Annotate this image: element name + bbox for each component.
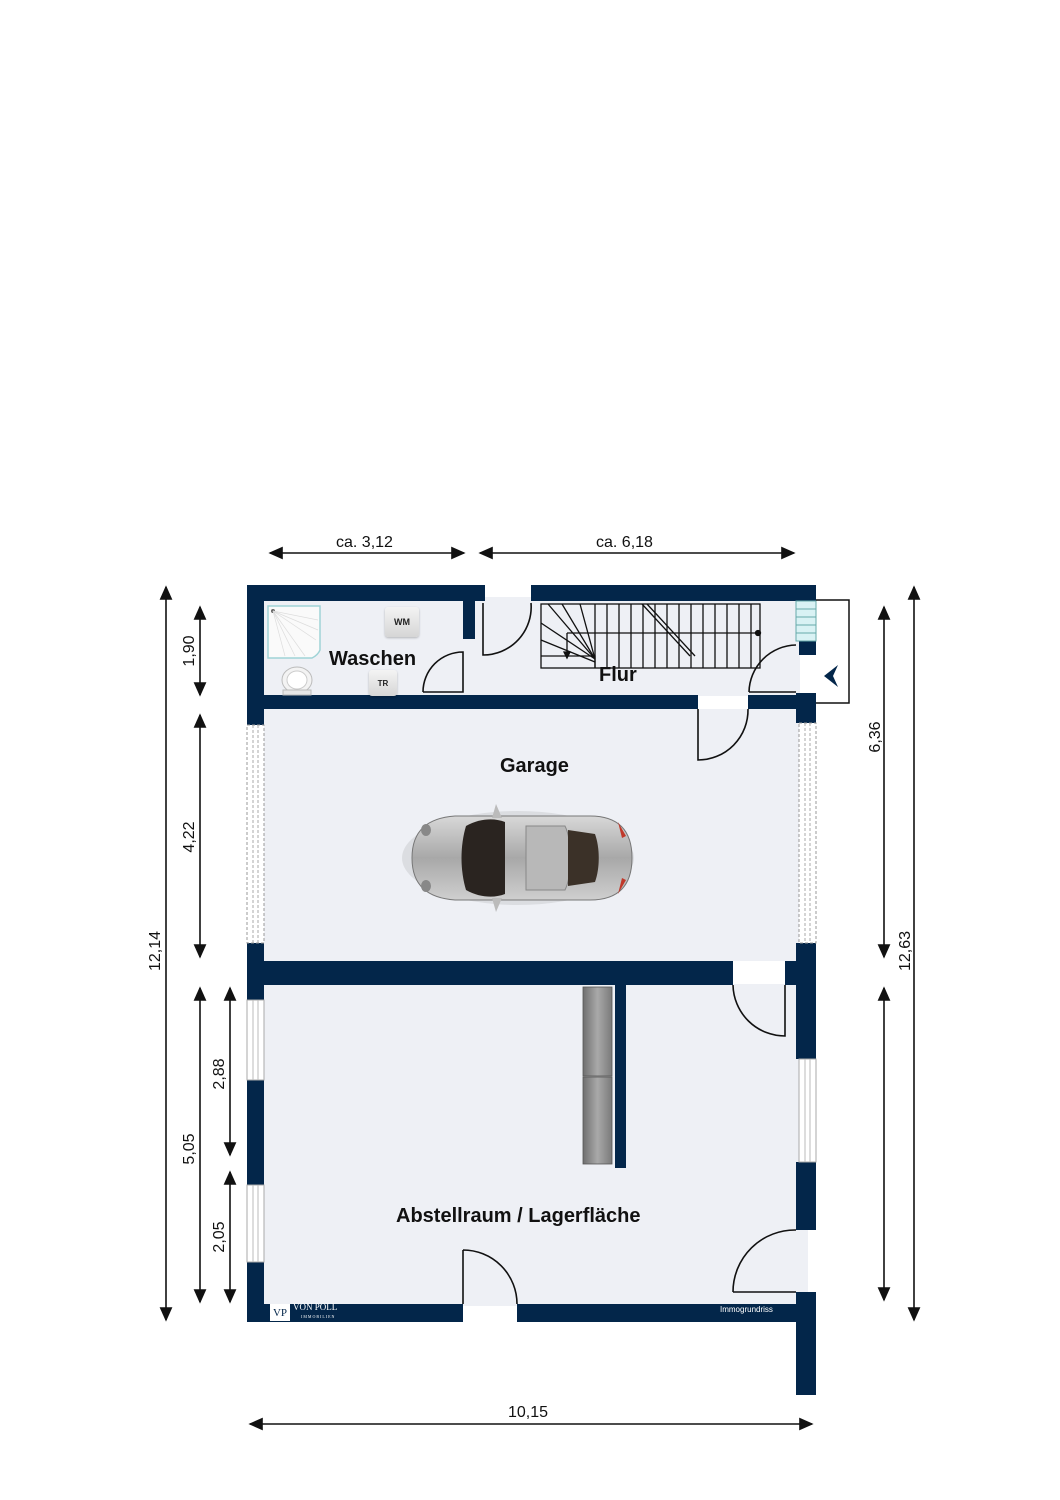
- dimension-lines: [159, 546, 921, 1431]
- dim-left-window-upper: 2,88: [211, 1058, 228, 1090]
- dryer-label: TR: [377, 678, 389, 688]
- room-label-abstellraum: Abstellraum / Lagerfläche: [396, 1205, 641, 1227]
- doors: [422, 602, 797, 1305]
- car-icon: [402, 804, 634, 912]
- floor-abstellraum: [264, 984, 808, 1306]
- dim-top-left: ca. 3,12: [336, 534, 393, 551]
- room-label-waschen: Waschen: [329, 648, 417, 670]
- dryer-icon: TR: [369, 670, 397, 696]
- dim-left-garage: 4,22: [181, 821, 198, 853]
- credit-text: Immogrundriss: [720, 1305, 773, 1314]
- dim-right-upper: 6,36: [867, 721, 884, 753]
- entrance-arrow-icon: [824, 665, 838, 687]
- entrance-porch: [816, 599, 850, 704]
- dim-right-total: 12,63: [897, 930, 914, 972]
- windows: [246, 600, 817, 1263]
- storage-shelf: [582, 986, 613, 1165]
- logo-subtitle: IMMOBILIEN: [301, 1314, 336, 1319]
- washing-machine-icon: WM: [385, 607, 419, 637]
- logo-name-text: VON POLL: [293, 1302, 338, 1312]
- toilet-icon: [281, 666, 313, 696]
- dim-top-right: ca. 6,18: [596, 534, 653, 551]
- logo-mark: VP: [270, 1304, 290, 1321]
- floor-areas: [264, 597, 808, 1306]
- logo-name: VON POLL IMMOBILIEN: [293, 1302, 337, 1322]
- floor-flur: [466, 597, 800, 696]
- room-label-flur: Flur: [599, 664, 637, 686]
- stairs-icon: [540, 603, 762, 669]
- dim-left-waschen: 1,90: [181, 635, 198, 667]
- dim-left-window-lower: 2,05: [211, 1221, 228, 1253]
- dim-left-abstell: 5,05: [181, 1133, 198, 1165]
- washing-machine-label: WM: [394, 617, 410, 627]
- dim-left-total: 12,14: [147, 930, 164, 972]
- shower-icon: [267, 605, 321, 659]
- dim-bottom: 10,15: [508, 1404, 549, 1421]
- room-label-garage: Garage: [500, 755, 569, 777]
